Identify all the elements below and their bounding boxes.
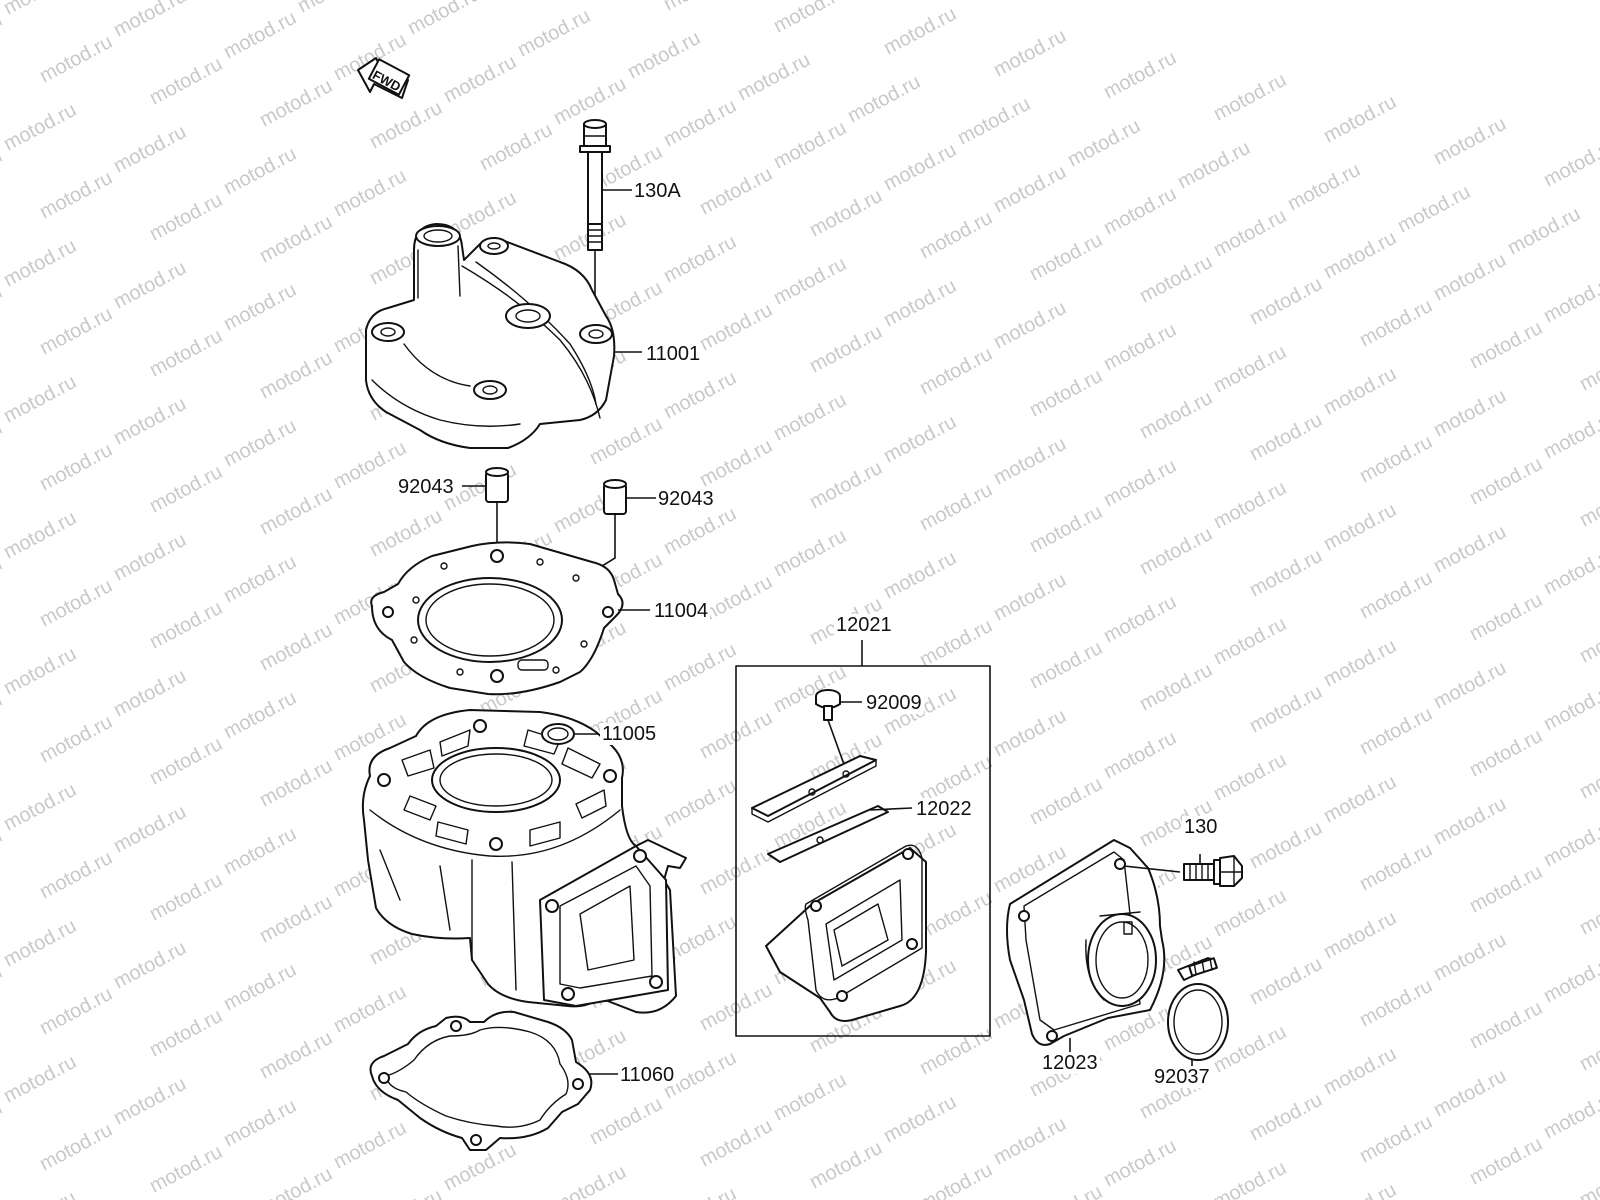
callout-11001: 11001 [644, 343, 703, 365]
callout-92043-right: 92043 [656, 488, 716, 510]
bolt-130 [1183, 854, 1243, 887]
callout-12022: 12022 [914, 798, 974, 820]
cylinder-head-11001 [365, 223, 642, 449]
callout-130a: 130A [632, 180, 683, 202]
callout-12023: 12023 [1040, 1052, 1100, 1074]
callout-92043-left: 92043 [396, 476, 456, 498]
callout-130: 130 [1182, 816, 1220, 838]
head-gasket-11004 [370, 541, 650, 696]
callout-11004: 11004 [652, 600, 711, 622]
dowel-pin-92043-left [462, 467, 509, 556]
reed-valve-assembly-12021 [735, 640, 991, 1037]
callout-11060: 11060 [618, 1064, 677, 1086]
screw-92009 [815, 689, 862, 771]
callout-11005: 11005 [600, 723, 659, 745]
cylinder-11005 [361, 709, 687, 1014]
callout-12021: 12021 [834, 614, 894, 636]
base-gasket-11060 [369, 1010, 618, 1151]
hose-clamp-92037 [1167, 957, 1229, 1072]
callout-92009: 92009 [864, 692, 924, 714]
intake-manifold-12023 [1006, 839, 1181, 1062]
callout-92037: 92037 [1152, 1066, 1212, 1088]
fwd-arrow-icon: FWD [357, 57, 411, 99]
